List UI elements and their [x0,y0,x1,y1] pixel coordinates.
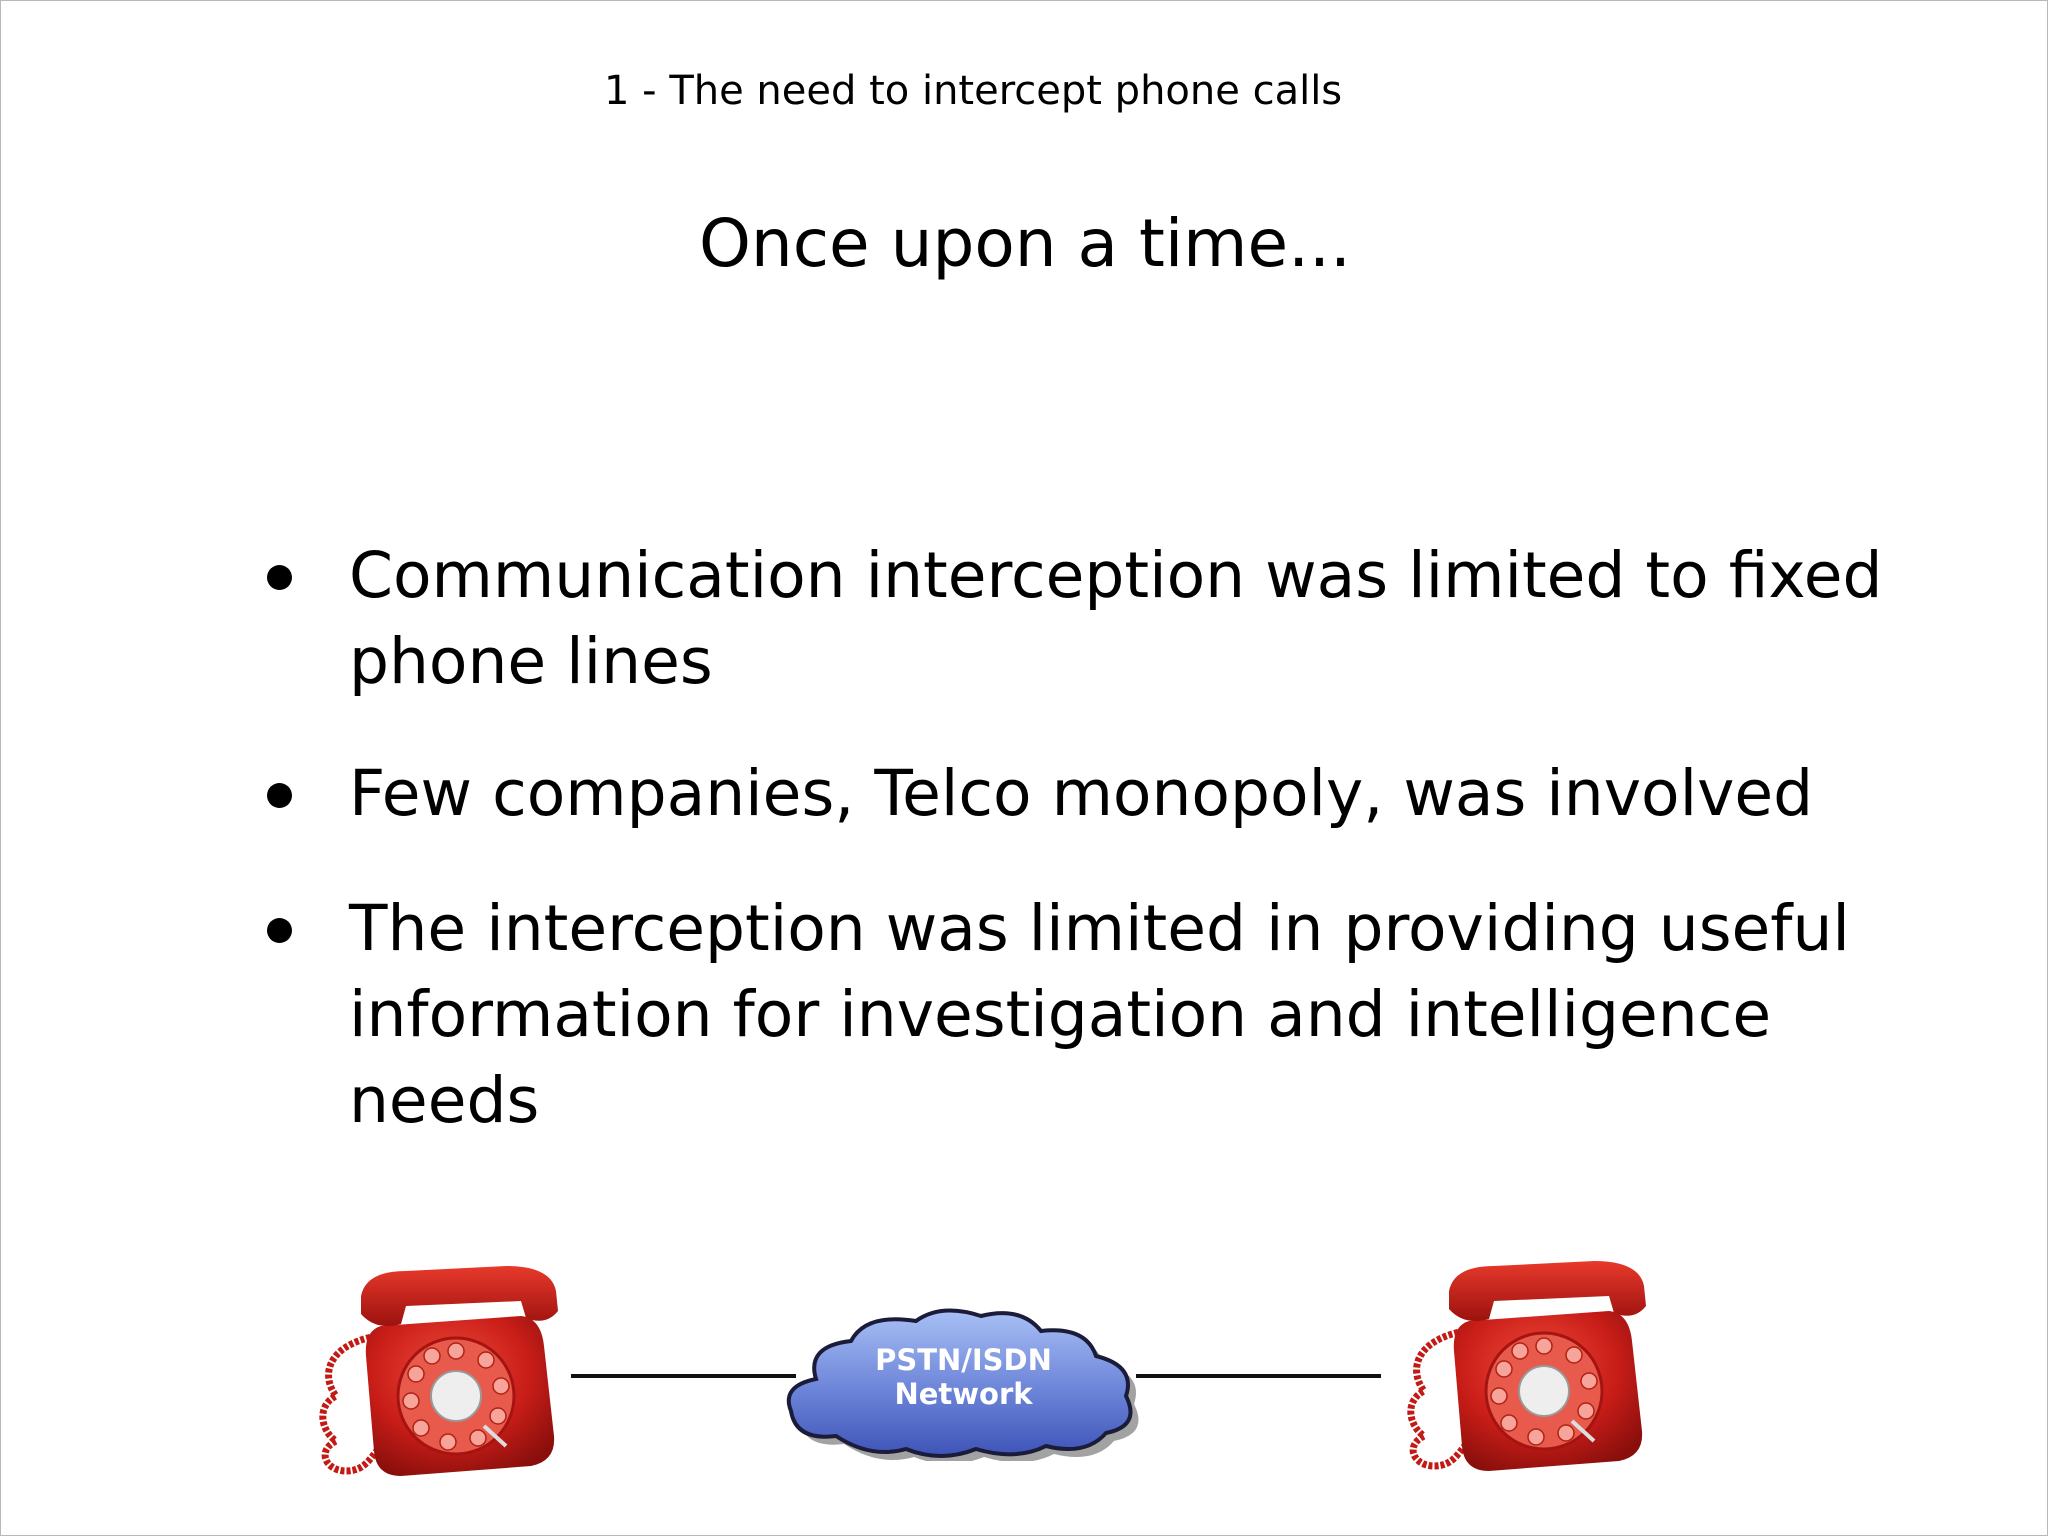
cloud-label: PSTN/ISDN Network [776,1343,1151,1411]
cloud-label-line: PSTN/ISDN [875,1343,1052,1377]
bullet-marker [267,783,292,808]
connection-line [571,1374,796,1378]
bullet-line: phone lines [349,625,713,698]
cloud-label-line: Network [894,1377,1033,1411]
bullet-text: The interception was limited in providin… [349,886,1850,1144]
bullet-line: needs [349,1064,540,1137]
bullet-marker [267,565,292,590]
bullet-line: The interception was limited in providin… [349,892,1850,965]
red-rotary-phone-icon [306,1256,566,1481]
slide-title: Once upon a time... [698,205,1352,282]
bullet-text: Few companies, Telco monopoly, was invol… [349,751,1849,837]
network-cloud-icon: PSTN/ISDN Network [776,1301,1151,1464]
bullet-text: Communication interception was limited t… [349,533,1883,705]
bullet-marker [267,918,292,943]
red-rotary-phone-icon [1394,1251,1654,1476]
section-title: 1 - The need to intercept phone calls [604,68,1343,114]
bullet-line: information for investigation and intell… [349,978,1772,1051]
bullet-line: Few companies, Telco monopoly, was invol… [349,757,1814,830]
bullet-line: Communication interception was limited t… [349,539,1883,612]
connection-line [1136,1374,1381,1378]
